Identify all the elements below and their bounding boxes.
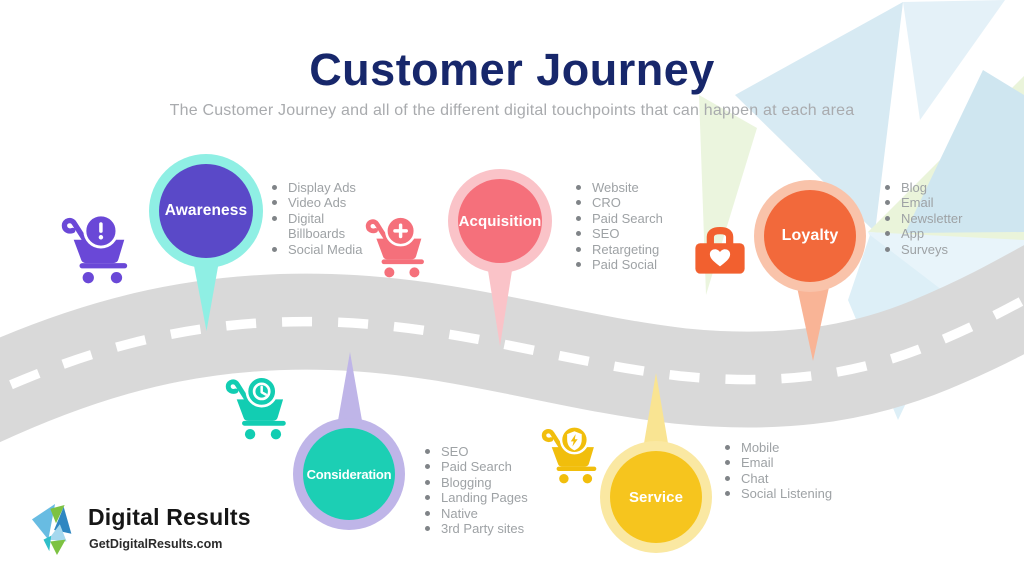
pin-tail-loyalty — [795, 278, 831, 361]
pin-awareness: Awareness — [149, 154, 263, 268]
logo-name: Digital Results — [88, 504, 251, 530]
list-item: Video Ads — [271, 195, 366, 210]
list-item: Retargeting — [575, 242, 705, 257]
cart-plus-icon — [365, 215, 424, 278]
list-item: Display Ads — [271, 180, 366, 195]
pin-tail-service — [642, 373, 670, 455]
list-item: Mobile — [724, 440, 854, 455]
stage-label-service: Service — [628, 488, 684, 506]
stage-label-loyalty: Loyalty — [781, 227, 839, 244]
pin-tail-acquisition — [486, 258, 514, 346]
cart-shield-icon — [541, 425, 597, 484]
pin-loyalty: Loyalty — [754, 180, 866, 292]
page-title: Customer Journey — [309, 44, 715, 95]
service-touchpoints: Mobile Email Chat Social Listening — [724, 440, 854, 502]
list-item: SEO — [575, 226, 705, 241]
acquisition-touchpoints: Website CRO Paid Search SEO Retargeting … — [575, 180, 705, 272]
list-item: Native — [424, 506, 544, 521]
page-subtitle: The Customer Journey and all of the diff… — [169, 102, 855, 119]
road-center-dashes — [0, 294, 1024, 395]
list-item: Blogging — [424, 475, 544, 490]
list-item: Chat — [724, 471, 854, 486]
logo-website[interactable]: GetDigitalResults.com — [89, 537, 223, 551]
digital-results-logo-icon — [31, 504, 72, 555]
list-item: Website — [575, 180, 705, 195]
awareness-touchpoints: Display Ads Video Ads Digital Billboards… — [271, 180, 366, 257]
list-item: Social Listening — [724, 486, 854, 501]
list-item: 3rd Party sites — [424, 521, 544, 536]
stage-label-consideration: Consideration — [306, 466, 392, 482]
list-item: Paid Search — [424, 459, 544, 474]
loyalty-touchpoints: Blog Email Newsletter App Surveys — [884, 180, 1014, 257]
list-item: Email — [724, 455, 854, 470]
list-item: Paid Social — [575, 257, 705, 272]
bag-heart-icon — [695, 227, 745, 274]
list-item: App — [884, 226, 1014, 241]
list-item: CRO — [575, 195, 705, 210]
list-item: SEO — [424, 444, 544, 459]
pin-tail-awareness — [191, 250, 221, 331]
list-item: Blog — [884, 180, 1014, 195]
list-item: Social Media — [271, 242, 366, 257]
list-item: Email — [884, 195, 1014, 210]
list-item: Newsletter — [884, 211, 1014, 226]
cart-clock-icon — [225, 375, 286, 440]
pin-acquisition: Acquisition — [448, 169, 552, 273]
consideration-touchpoints: SEO Paid Search Blogging Landing Pages N… — [424, 444, 544, 536]
pin-tail-consideration — [336, 352, 364, 432]
list-item: Surveys — [884, 242, 1014, 257]
cart-alert-icon — [61, 213, 128, 284]
stage-label-awareness: Awareness — [164, 202, 248, 219]
list-item: Paid Search — [575, 211, 705, 226]
stage-label-acquisition: Acquisition — [458, 212, 542, 230]
list-item: Landing Pages — [424, 490, 544, 505]
triangle-cluster — [699, 0, 1024, 420]
list-item: Digital Billboards — [271, 211, 366, 242]
pin-consideration: Consideration — [293, 418, 405, 530]
pin-service: Service — [600, 441, 712, 553]
